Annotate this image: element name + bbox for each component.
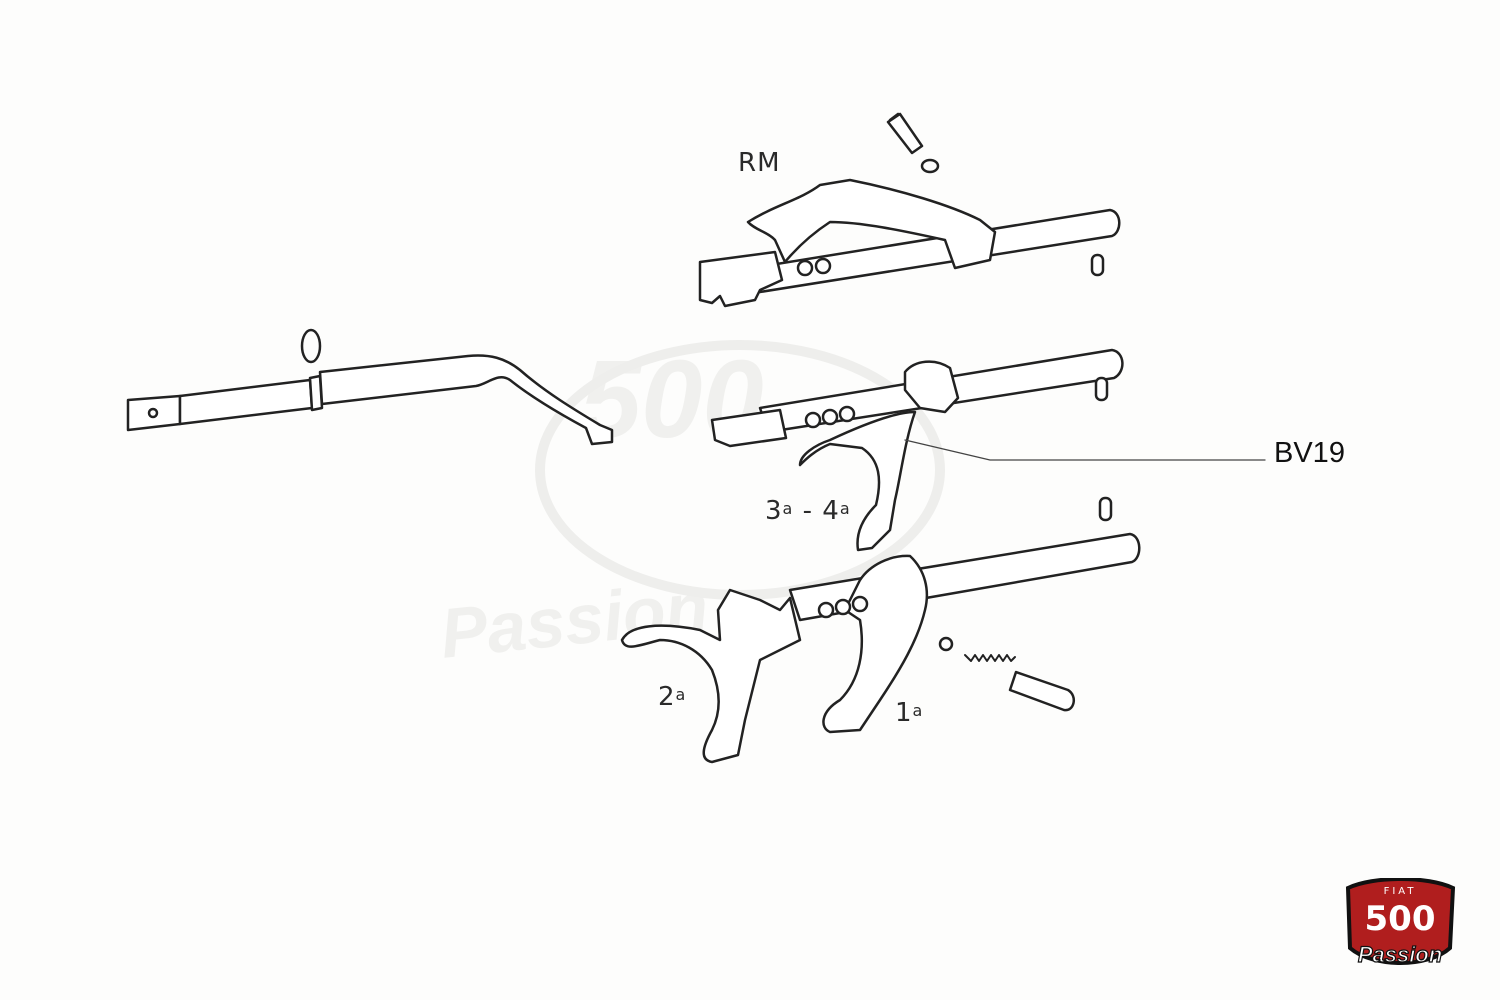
logo-word: Passion bbox=[1358, 942, 1442, 967]
label-first: 1a bbox=[895, 698, 923, 728]
plunger bbox=[1008, 670, 1076, 712]
label-separator: - bbox=[802, 496, 814, 526]
label-second-sup: a bbox=[675, 685, 687, 704]
fiat-500-passion-logo: FIAT 500 Passion bbox=[1328, 878, 1473, 973]
label-third: 3 bbox=[765, 496, 783, 526]
label-second-num: 2 bbox=[658, 682, 676, 712]
label-second: 2a bbox=[658, 682, 686, 712]
label-first-sup: a bbox=[912, 701, 924, 720]
pin bbox=[1098, 496, 1113, 522]
logo-model: 500 bbox=[1365, 899, 1436, 939]
label-third-fourth: 3a - 4a bbox=[765, 496, 851, 526]
third-fourth-fork-assembly bbox=[710, 348, 1266, 552]
label-rm: RM bbox=[738, 148, 781, 178]
label-fourth-sup: a bbox=[839, 499, 851, 518]
label-first-num: 1 bbox=[895, 698, 913, 728]
spring bbox=[964, 654, 1016, 662]
washer bbox=[920, 158, 940, 174]
logo-brand: FIAT bbox=[1384, 886, 1417, 897]
first-second-fork-assembly bbox=[620, 496, 1141, 764]
bv19-leader-line bbox=[904, 439, 1266, 461]
bolt-icon bbox=[886, 112, 924, 155]
selector-shaft-left bbox=[126, 328, 614, 446]
part-code-label: BV19 bbox=[1274, 437, 1345, 469]
label-third-sup: a bbox=[782, 499, 794, 518]
reverse-fork-assembly bbox=[698, 112, 1121, 308]
pin bbox=[1090, 253, 1105, 277]
pin bbox=[1094, 376, 1109, 402]
ball bbox=[938, 636, 954, 652]
label-fourth: 4 bbox=[822, 496, 840, 526]
